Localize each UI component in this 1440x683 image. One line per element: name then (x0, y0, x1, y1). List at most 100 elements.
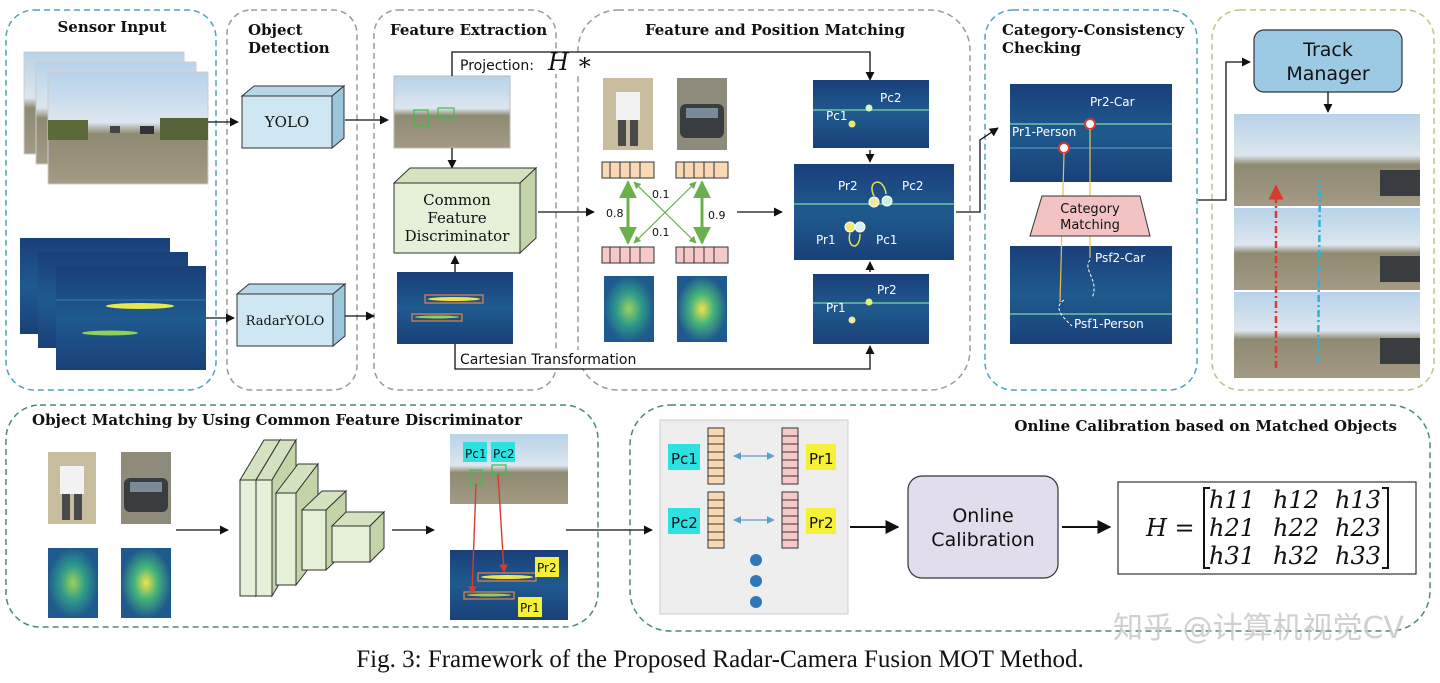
online-calibration-title: Online Calibration based on Matched Obje… (1014, 417, 1397, 435)
object-detection-panel (226, 9, 358, 391)
pc1-label-mid: Pc1 (876, 233, 897, 247)
projection-math: H ∗ (547, 48, 593, 76)
category-bottom-map: Psf2-Car Psf1-Person (1010, 246, 1172, 344)
pr2-tag-bottom: Pr2 (537, 561, 557, 575)
feature-position-matching-panel (577, 9, 971, 391)
pr2-tag-calib: Pr2 (809, 514, 834, 532)
weight-01-bottom: 0.1 (652, 226, 670, 239)
pc2-label-top: Pc2 (880, 91, 901, 105)
matrix-cell-h11: h11 (1209, 486, 1255, 514)
sensor-input-panel (5, 9, 217, 391)
pc1-tag-calib: Pc1 (671, 450, 698, 468)
pr2-label-bottom: Pr2 (877, 283, 897, 297)
matrix-cell-h31: h31 (1209, 542, 1255, 570)
cartesian-arrow (454, 344, 875, 370)
radar-crop-1 (604, 276, 654, 342)
matched-camera-image: Pc1 Pc2 (450, 434, 568, 504)
tracking-panel (1211, 9, 1435, 391)
pc1-tag-bottom: Pc1 (465, 447, 486, 461)
pc2-tag-bottom: Pc2 (493, 447, 514, 461)
person-crop-bottom (48, 452, 96, 524)
pr1-label-bottom: Pr1 (826, 301, 846, 315)
pr1-tag-calib: Pr1 (809, 450, 834, 468)
cnn-discriminator (239, 438, 386, 598)
tracking-result-frames (1234, 114, 1420, 378)
projection-arrow (451, 51, 875, 81)
radar-image-stack (20, 238, 206, 370)
matrix-cell-h23: h23 (1335, 514, 1381, 542)
pc2-tag-calib: Pc2 (671, 514, 698, 532)
sensor-input-title: Sensor Input (57, 18, 166, 36)
detected-radar-image (397, 272, 513, 344)
fused-matching-map: Pr2 Pc2 Pr1 Pc1 (794, 164, 954, 260)
pr1-label-mid: Pr1 (816, 233, 836, 247)
feature-extraction-title: Feature Extraction (390, 21, 547, 39)
car-crop-bottom (121, 452, 171, 524)
car-crop (677, 78, 727, 150)
radar-yolo-label: RadarYOLO (246, 314, 325, 329)
figure-caption: Fig. 3: Framework of the Proposed Radar-… (356, 646, 1084, 673)
online-calibration-panel (629, 404, 1431, 632)
matching-to-category-arrow (956, 127, 999, 213)
yolo-label: YOLO (264, 113, 309, 131)
feature-vector-cam-1 (601, 161, 655, 179)
pc2-label-mid: Pc2 (902, 179, 923, 193)
radar-crop-bottom-2 (121, 548, 171, 618)
person-crop (603, 78, 653, 150)
feature-vector-cam-2 (675, 161, 729, 179)
matrix-cell-h33: h33 (1335, 542, 1381, 570)
pc1-label-top: Pc1 (826, 109, 847, 123)
matrix-cell-h22: h22 (1273, 514, 1319, 542)
category-to-track-arrow (1198, 57, 1251, 201)
matched-pair-2: Pc2 Pr2 (668, 491, 836, 549)
pr2-car-label: Pr2-Car (1090, 95, 1135, 109)
projection-label: Projection: (460, 58, 534, 74)
matrix-cell-h32: h32 (1273, 542, 1319, 570)
matrix-cell-h21: h21 (1209, 514, 1255, 542)
weight-08: 0.8 (606, 207, 624, 220)
weight-09: 0.9 (708, 209, 726, 222)
category-checking-panel (984, 9, 1198, 391)
camera-image-stack (23, 51, 209, 185)
cartesian-label: Cartesian Transformation (460, 352, 636, 368)
category-top-map: Pr2-Car Pr1-Person (1010, 84, 1172, 182)
psf1-person-label: Psf1-Person (1074, 317, 1144, 331)
object-matching-panel (5, 404, 599, 628)
matrix-cell-h13: h13 (1335, 486, 1381, 514)
pr2-label-mid: Pr2 (838, 179, 858, 193)
psf2-car-label: Psf2-Car (1095, 251, 1145, 265)
pr1-person-label: Pr1-Person (1012, 125, 1076, 139)
matched-pair-1: Pc1 Pr1 (668, 427, 836, 485)
pr1-tag-bottom: Pr1 (520, 601, 540, 615)
watermark: 知乎 @计算机视觉CV (1113, 611, 1404, 646)
radar-crop-bottom-1 (48, 548, 98, 618)
feature-position-matching-title: Feature and Position Matching (645, 21, 906, 39)
camera-projection-map: Pc2 Pc1 (813, 80, 929, 148)
yolo-box: YOLO (240, 84, 346, 150)
radar-cartesian-map: Pr2 Pr1 (813, 274, 929, 344)
matrix-cell-h12: h12 (1273, 486, 1319, 514)
feature-vector-radar-1 (601, 246, 655, 264)
matrix-lhs: H = (1145, 514, 1195, 542)
weight-01-top: 0.1 (652, 188, 670, 201)
feature-vector-radar-2 (675, 246, 729, 264)
radar-yolo-box: RadarYOLO (235, 282, 347, 348)
detected-camera-image (393, 75, 511, 149)
radar-crop-2 (677, 276, 727, 342)
match-arrow-cross-b (633, 181, 697, 244)
object-matching-title: Object Matching by Using Common Feature … (32, 411, 523, 429)
more-pairs-ellipsis (750, 554, 762, 608)
homography-matrix: H = h11 h12 h13 h21 h22 h23 h31 h32 h33 (1117, 481, 1417, 575)
matched-radar-image: Pr2 Pr1 (450, 550, 568, 620)
